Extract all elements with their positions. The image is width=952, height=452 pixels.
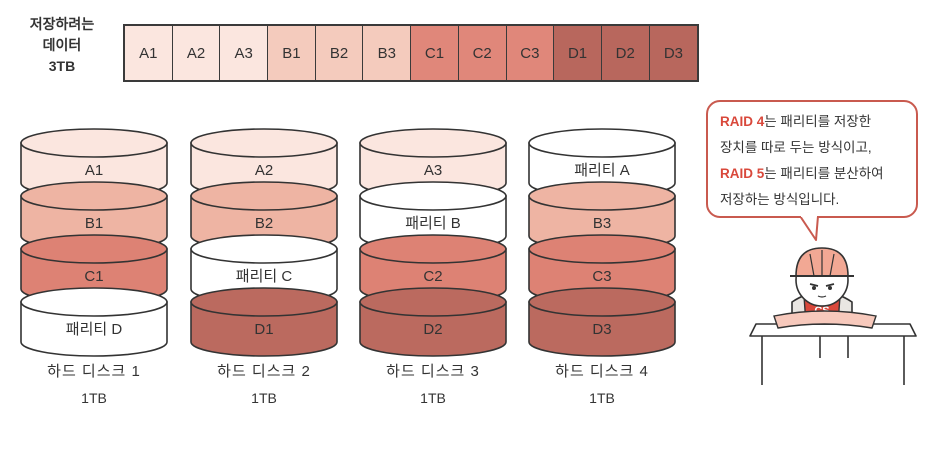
block-body bbox=[190, 301, 338, 357]
raid5-highlight: RAID 5 bbox=[720, 166, 765, 181]
disk-name: 하드 디스크 1 bbox=[47, 363, 141, 380]
disk-size: 1TB bbox=[420, 390, 446, 406]
block-top bbox=[20, 287, 168, 317]
strip-cell: C2 bbox=[458, 26, 507, 80]
data-label-line3: 3TB bbox=[48, 58, 76, 74]
strip-cell: D3 bbox=[649, 26, 698, 80]
block-label: C3 bbox=[592, 268, 611, 285]
bubble-line3: RAID 5는 패리티를 분산하여 bbox=[720, 161, 906, 187]
block-label: B3 bbox=[593, 215, 611, 232]
block-label: A1 bbox=[85, 162, 103, 179]
block-label: C1 bbox=[84, 268, 103, 285]
block-top bbox=[20, 181, 168, 211]
data-label: 저장하려는 데이터 3TB bbox=[16, 14, 108, 77]
block-label: B2 bbox=[255, 215, 273, 232]
block-label: D1 bbox=[254, 321, 273, 338]
block-top bbox=[190, 234, 338, 264]
block-body bbox=[20, 301, 168, 357]
disk-size: 1TB bbox=[251, 390, 277, 406]
block-top bbox=[528, 181, 676, 211]
block-top bbox=[528, 128, 676, 158]
block-label: A2 bbox=[255, 162, 273, 179]
block-label: D2 bbox=[423, 321, 442, 338]
strip-cell: B1 bbox=[268, 26, 316, 80]
disk-name: 하드 디스크 4 bbox=[555, 363, 649, 380]
block-label: 패리티 B bbox=[405, 215, 461, 232]
block-label: 패리티 C bbox=[236, 268, 293, 285]
block-label: 패리티 A bbox=[574, 162, 630, 179]
strip-cell: B3 bbox=[363, 26, 412, 80]
block-label: 패리티 D bbox=[66, 321, 123, 338]
disk-name: 하드 디스크 2 bbox=[217, 363, 311, 380]
block-top bbox=[359, 287, 507, 317]
bubble-text1: 는 패리티를 저장한 bbox=[764, 114, 872, 129]
data-label-line1: 저장하려는 bbox=[29, 16, 95, 32]
block-top bbox=[528, 234, 676, 264]
strip-cell: D2 bbox=[601, 26, 650, 80]
strip-cell: B2 bbox=[315, 26, 364, 80]
block-top bbox=[20, 234, 168, 264]
block-label: D3 bbox=[592, 321, 611, 338]
bubble-line2: 장치를 따로 두는 방식이고, bbox=[720, 140, 872, 155]
disk-size: 1TB bbox=[589, 390, 615, 406]
data-block: D3 bbox=[528, 287, 676, 357]
bubble-text3: 는 패리티를 분산하여 bbox=[764, 166, 884, 181]
strip-cell: A2 bbox=[172, 26, 221, 80]
raid4-highlight: RAID 4 bbox=[720, 114, 765, 129]
data-label-line2: 데이터 bbox=[42, 37, 82, 53]
block-top bbox=[359, 234, 507, 264]
speech-bubble-tail bbox=[799, 216, 819, 241]
block-label: A3 bbox=[424, 162, 442, 179]
block-top bbox=[359, 181, 507, 211]
disk-size: 1TB bbox=[81, 390, 107, 406]
bubble-line4: 저장하는 방식입니다. bbox=[720, 192, 840, 207]
block-top bbox=[359, 128, 507, 158]
cs-character-illustration: CS bbox=[749, 247, 917, 385]
block-top bbox=[20, 128, 168, 158]
strip-cell: D1 bbox=[554, 26, 602, 80]
data-block: D1 bbox=[190, 287, 338, 357]
block-label: C2 bbox=[423, 268, 442, 285]
block-top bbox=[190, 287, 338, 317]
speech-bubble: RAID 4는 패리티를 저장한 장치를 따로 두는 방식이고, RAID 5는… bbox=[706, 100, 918, 218]
block-body bbox=[359, 301, 507, 357]
block-top bbox=[528, 287, 676, 317]
strip-cell: C1 bbox=[411, 26, 459, 80]
strip-cell: A1 bbox=[125, 26, 173, 80]
bubble-line1: RAID 4는 패리티를 저장한 bbox=[720, 109, 906, 135]
block-top bbox=[190, 128, 338, 158]
block-label: B1 bbox=[85, 215, 103, 232]
block-body bbox=[528, 301, 676, 357]
parity-block: 패리티 D bbox=[20, 287, 168, 357]
data-block: D2 bbox=[359, 287, 507, 357]
strip-cell: C3 bbox=[506, 26, 555, 80]
strip-cell: A3 bbox=[220, 26, 269, 80]
disk-name: 하드 디스크 3 bbox=[386, 363, 480, 380]
block-top bbox=[190, 181, 338, 211]
